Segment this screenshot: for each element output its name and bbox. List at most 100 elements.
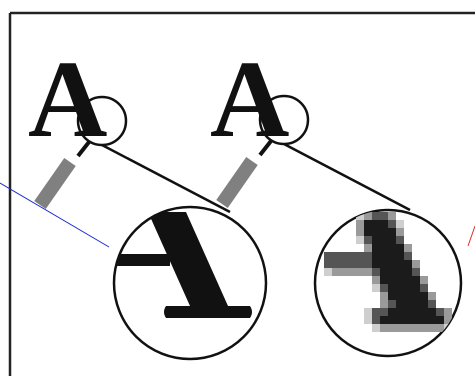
bitmap-pixel — [372, 252, 380, 260]
bitmap-pixel — [412, 260, 420, 268]
bitmap-pixel — [388, 236, 396, 244]
bitmap-pixel — [372, 284, 380, 292]
bitmap-pixel — [364, 236, 372, 244]
bitmap-pixel — [372, 220, 380, 228]
bitmap-pixel — [340, 268, 348, 276]
bitmap-pixel — [380, 292, 388, 300]
bitmap-pixel — [364, 308, 372, 316]
bitmap-pixel — [372, 324, 380, 332]
bitmap-pixel — [380, 220, 388, 228]
bitmap-pixel — [396, 252, 404, 260]
bitmap-pixel — [356, 260, 364, 268]
bitmap-pixel — [404, 276, 412, 284]
bitmap-pixel — [396, 308, 404, 316]
bitmap-pixel — [396, 260, 404, 268]
bitmap-pixel — [380, 260, 388, 268]
bitmap-pixel — [380, 244, 388, 252]
bitmap-pixel — [372, 228, 380, 236]
bitmap-pixel — [356, 252, 364, 260]
bitmap-pixel — [436, 308, 444, 316]
red-annotation-line — [467, 225, 475, 247]
bitmap-pixel — [388, 324, 396, 332]
bitmap-pixel — [404, 308, 412, 316]
bitmap-pixel — [364, 316, 372, 324]
bitmap-pixel — [428, 300, 436, 308]
bitmap-pixel — [372, 260, 380, 268]
bitmap-pixel — [420, 284, 428, 292]
bitmap-pixel — [380, 252, 388, 260]
bitmap-pixel — [372, 236, 380, 244]
bitmap-pixel — [396, 300, 404, 308]
zoom-circle-bitmap — [313, 208, 463, 358]
bitmap-pixel — [436, 324, 444, 332]
bitmap-pixel — [332, 260, 340, 268]
bitmap-pixel — [396, 244, 404, 252]
bitmap-pixel — [396, 268, 404, 276]
bitmap-pixel — [412, 284, 420, 292]
bitmap-pixel — [404, 324, 412, 332]
bitmap-pixel — [420, 324, 428, 332]
bitmap-pixel — [356, 236, 364, 244]
bitmap-pixel — [388, 276, 396, 284]
bitmap-pixel — [380, 316, 388, 324]
bitmap-pixel — [340, 260, 348, 268]
bitmap-pixel — [412, 308, 420, 316]
bitmap-pixel — [348, 268, 356, 276]
bitmap-pixel — [428, 292, 436, 300]
bitmap-pixel — [380, 236, 388, 244]
bitmap-pixel — [404, 268, 412, 276]
bitmap-pixel — [404, 316, 412, 324]
bitmap-pixel — [380, 212, 388, 220]
bitmap-pixel — [420, 276, 428, 284]
image-frame — [8, 11, 475, 376]
bitmap-pixel — [364, 220, 372, 228]
bitmap-pixel — [388, 220, 396, 228]
bitmap-pixel — [388, 316, 396, 324]
bitmap-pixel — [380, 284, 388, 292]
bitmap-pixel — [372, 276, 380, 284]
bitmap-pixel — [332, 252, 340, 260]
bitmap-pixel — [412, 300, 420, 308]
bitmap-pixel — [396, 292, 404, 300]
bitmap-pixel — [412, 316, 420, 324]
bitmap-pixel — [428, 324, 436, 332]
bitmap-pixel — [364, 260, 372, 268]
bitmap-pixel — [380, 308, 388, 316]
bitmap-pixel — [420, 308, 428, 316]
bitmap-pixel — [372, 212, 380, 220]
bitmap-pixel — [404, 244, 412, 252]
bitmap-pixel — [444, 308, 452, 316]
bitmap-pixel — [324, 260, 332, 268]
bitmap-pixel — [380, 228, 388, 236]
bitmap-pixel — [420, 292, 428, 300]
bitmap-pixel — [388, 284, 396, 292]
bitmap-pixel — [324, 268, 332, 276]
bitmap-pixel — [356, 212, 364, 220]
magnifier-icon — [216, 94, 310, 209]
bitmap-pixel — [444, 316, 452, 324]
bitmap-pixel — [380, 300, 388, 308]
vector-glyph-panel: A — [28, 38, 268, 361]
bitmap-pixel — [372, 268, 380, 276]
bitmap-pixel — [412, 324, 420, 332]
bitmap-pixel — [388, 292, 396, 300]
bitmap-pixel — [348, 260, 356, 268]
bitmap-pixel — [396, 316, 404, 324]
bitmap-pixel — [404, 292, 412, 300]
bitmap-pixel — [388, 244, 396, 252]
bitmap-pixel — [436, 316, 444, 324]
bitmap-pixel — [388, 308, 396, 316]
bitmap-pixel — [380, 268, 388, 276]
bitmap-pixel — [388, 300, 396, 308]
bitmap-pixel — [364, 228, 372, 236]
bitmap-pixel — [324, 252, 332, 260]
bitmap-pixel — [396, 324, 404, 332]
bitmap-pixel — [396, 276, 404, 284]
bitmap-pixel — [420, 316, 428, 324]
bitmap-pixel — [332, 268, 340, 276]
zoom-circle-vector — [112, 205, 268, 361]
bitmap-pixel — [412, 292, 420, 300]
bitmap-pixel — [380, 276, 388, 284]
bitmap-pixel — [364, 244, 372, 252]
bitmap-pixel — [404, 284, 412, 292]
